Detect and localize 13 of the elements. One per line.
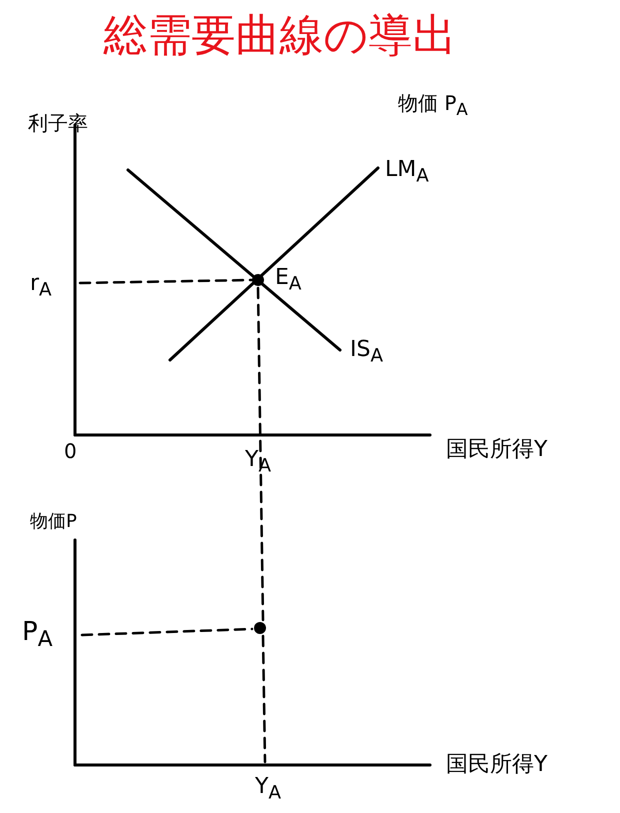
curve-label: LM$_{A}$ <box>385 158 429 187</box>
axis-label: 国民所得Y <box>446 438 548 462</box>
axis-value: P$_{A}$ <box>22 618 53 652</box>
axis-value: r$_{A}$ <box>30 272 52 301</box>
axis-value: 0 <box>64 440 77 462</box>
axis-value: Y$_{A}$ <box>255 775 281 804</box>
axis-label: 物価 P$_{A}$ <box>398 92 468 120</box>
axis-label: 国民所得Y <box>446 753 548 778</box>
title: 総需要曲線の導出 <box>102 12 458 60</box>
axis-label: 物価P <box>30 512 77 532</box>
curve-label: IS$_{A}$ <box>350 338 383 367</box>
point-label: E$_{A}$ <box>275 266 302 295</box>
axis-label: 利子率 <box>28 112 88 134</box>
